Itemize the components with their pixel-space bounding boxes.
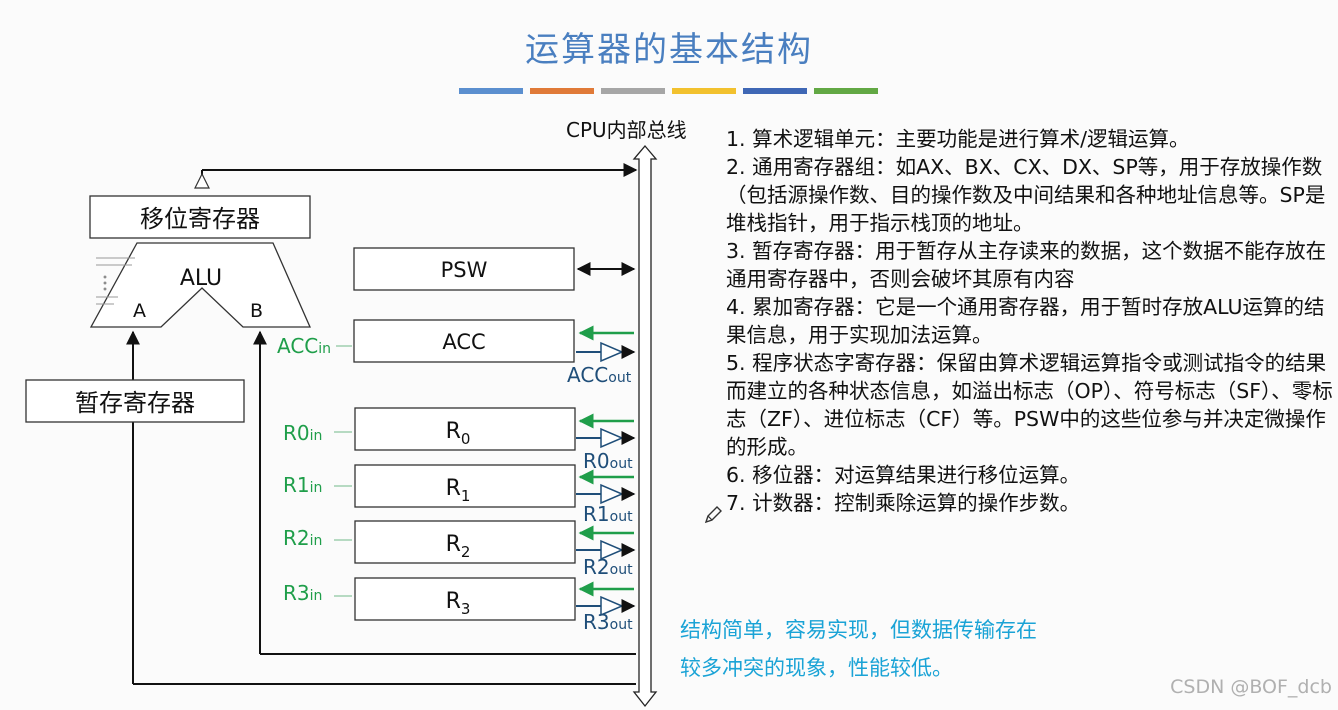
shift-register-box bbox=[89, 195, 311, 239]
description-item: 6. 移位器：对运算结果进行移位运算。 bbox=[726, 463, 1081, 487]
r2-label: R2 bbox=[446, 532, 471, 561]
r2-out-gate bbox=[600, 539, 624, 561]
psw-label: PSW bbox=[441, 258, 488, 282]
r0-box bbox=[354, 407, 576, 451]
pencil-icon[interactable] bbox=[703, 505, 723, 525]
color-segment bbox=[743, 88, 807, 94]
title-underline bbox=[459, 88, 881, 94]
acc-out-label: ACCout bbox=[567, 363, 632, 387]
r2-in-label: R2in bbox=[283, 526, 322, 550]
description-item: 3. 暂存寄存器：用于暂存从主存读来的数据，这个数据不能存放在通用寄存器中，否则… bbox=[726, 239, 1327, 291]
r3-label: R3 bbox=[446, 589, 471, 618]
register-r1: R1 R1in R1out bbox=[283, 464, 636, 526]
temp-register-box bbox=[25, 379, 245, 423]
r0-out-label: R0out bbox=[583, 449, 633, 473]
r0-label: R0 bbox=[446, 419, 471, 448]
acc-in-label: ACCin bbox=[277, 334, 331, 358]
r1-out-label: R1out bbox=[583, 502, 633, 526]
acc-out-gate bbox=[600, 341, 624, 363]
color-segment bbox=[814, 88, 878, 94]
temp-register-label: 暂存寄存器 bbox=[75, 389, 195, 417]
watermark: CSDN @BOF_dcb bbox=[1170, 676, 1332, 698]
alu-input-b-label: B bbox=[250, 300, 263, 322]
color-segment bbox=[601, 88, 665, 94]
acc-label: ACC bbox=[442, 330, 485, 354]
alu-shape bbox=[89, 242, 311, 328]
summary-note: 结构简单，容易实现，但数据传输存在 较多冲突的现象，性能较低。 bbox=[680, 611, 1150, 687]
shift-output-arrow bbox=[194, 172, 210, 189]
description-item: 2. 通用寄存器组：如AX、BX、CX、DX、SP等，用于存放操作数（包括源操作… bbox=[726, 155, 1326, 235]
r2-out-label: R2out bbox=[583, 555, 633, 579]
register-r2: R2 R2in R2out bbox=[283, 520, 636, 579]
description-item: 4. 累加寄存器：它是一个通用寄存器，用于暂时存放ALU运算的结果信息，用于实现… bbox=[726, 295, 1325, 347]
alu-side-dots bbox=[96, 257, 135, 305]
summary-line: 结构简单，容易实现，但数据传输存在 bbox=[680, 618, 1037, 642]
bus-label: CPU内部总线 bbox=[566, 118, 687, 142]
description-item: 1. 算术逻辑单元：主要功能是进行算术/逻辑运算。 bbox=[726, 127, 1190, 151]
register-r0: R0 R0in R0out bbox=[283, 407, 636, 473]
r2-box bbox=[354, 520, 576, 564]
cpu-internal-bus bbox=[632, 144, 658, 708]
register-r3: R3 R3in R3out bbox=[283, 577, 636, 634]
r1-out-gate bbox=[600, 483, 624, 505]
description-item: 7. 计数器：控制乘除运算的操作步数。 bbox=[726, 491, 1081, 515]
alu-label: ALU bbox=[180, 266, 222, 291]
color-segment bbox=[530, 88, 594, 94]
shift-register-label: 移位寄存器 bbox=[140, 205, 260, 233]
color-segment bbox=[672, 88, 736, 94]
r1-in-label: R1in bbox=[283, 473, 322, 497]
description-item: 5. 程序状态字寄存器：保留由算术逻辑运算指令或测试指令的结果而建立的各种状态信… bbox=[726, 351, 1333, 459]
r1-label: R1 bbox=[446, 476, 471, 505]
r3-out-label: R3out bbox=[583, 610, 633, 634]
alu-input-a-label: A bbox=[133, 300, 146, 322]
r3-in-label: R3in bbox=[283, 581, 322, 605]
r1-box bbox=[354, 464, 576, 508]
acc-box bbox=[353, 319, 575, 363]
r3-out-gate bbox=[600, 595, 624, 617]
description-list: 1. 算术逻辑单元：主要功能是进行算术/逻辑运算。 2. 通用寄存器组：如AX、… bbox=[726, 125, 1338, 517]
r3-box bbox=[354, 577, 576, 621]
summary-line: 较多冲突的现象，性能较低。 bbox=[680, 656, 953, 680]
r0-in-label: R0in bbox=[283, 421, 322, 445]
psw-box bbox=[353, 247, 575, 291]
color-segment bbox=[459, 88, 523, 94]
page-title: 运算器的基本结构 bbox=[525, 30, 813, 70]
r0-out-gate bbox=[600, 427, 624, 449]
